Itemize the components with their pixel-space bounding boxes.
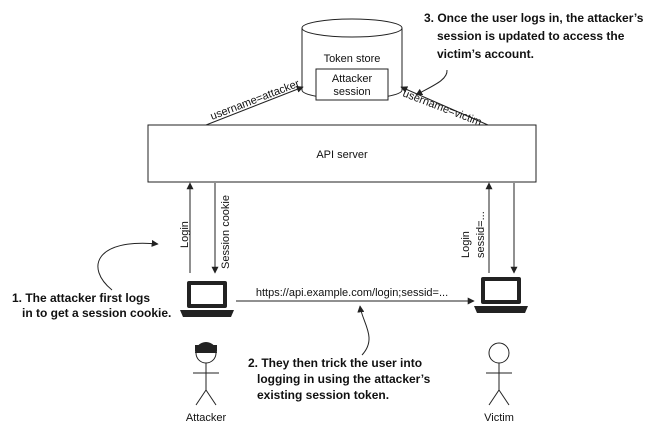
attacker-laptop-icon: [180, 281, 234, 317]
token-store-label: Token store: [324, 53, 381, 65]
username-attacker-arrow: [205, 86, 304, 126]
annotation-step2-line1: 2. They then trick the user into: [248, 356, 422, 370]
victim-login-label: Login: [460, 231, 472, 258]
attacker-session-box: [315, 68, 389, 101]
api-server-label: API server: [316, 149, 368, 161]
annotation-step2-callout: [357, 305, 370, 356]
attacker-session-label-line1: Attacker: [332, 73, 373, 85]
annotation-step1-line1: 1. The attacker first logs: [12, 291, 150, 305]
attacker-figure-icon: [193, 342, 219, 406]
api-server-box: [147, 124, 537, 183]
annotation-step1-callout: [97, 239, 159, 291]
annotation-step2-line2: logging in using the attacker’s: [257, 372, 431, 386]
attacker-session-label-line2: session: [333, 86, 370, 98]
session-cookie-label: Session cookie: [220, 195, 232, 269]
annotation-step1-line2: in to get a session cookie.: [22, 306, 171, 320]
victim-sessid-label: sessid=...: [475, 211, 487, 258]
annotation-step3-line3: victim’s account.: [437, 47, 534, 61]
username-victim-label: username=victim: [401, 88, 483, 129]
victim-figure-icon: [486, 342, 512, 406]
username-attacker-label: username=attacker: [209, 78, 302, 123]
victim-laptop-icon: [474, 277, 528, 313]
url-label: https://api.example.com/login;sessid=...: [256, 287, 448, 299]
annotation-step3-callout: [415, 69, 448, 96]
attacker-label: Attacker: [186, 412, 227, 424]
victim-label: Victim: [484, 412, 514, 424]
annotation-step3-line2: session is updated to access the: [437, 29, 625, 43]
annotation-step3-line1: 3. Once the user logs in, the attacker’s: [424, 11, 644, 25]
attacker-login-label: Login: [179, 221, 191, 248]
annotation-step2-line3: existing session token.: [257, 388, 389, 402]
